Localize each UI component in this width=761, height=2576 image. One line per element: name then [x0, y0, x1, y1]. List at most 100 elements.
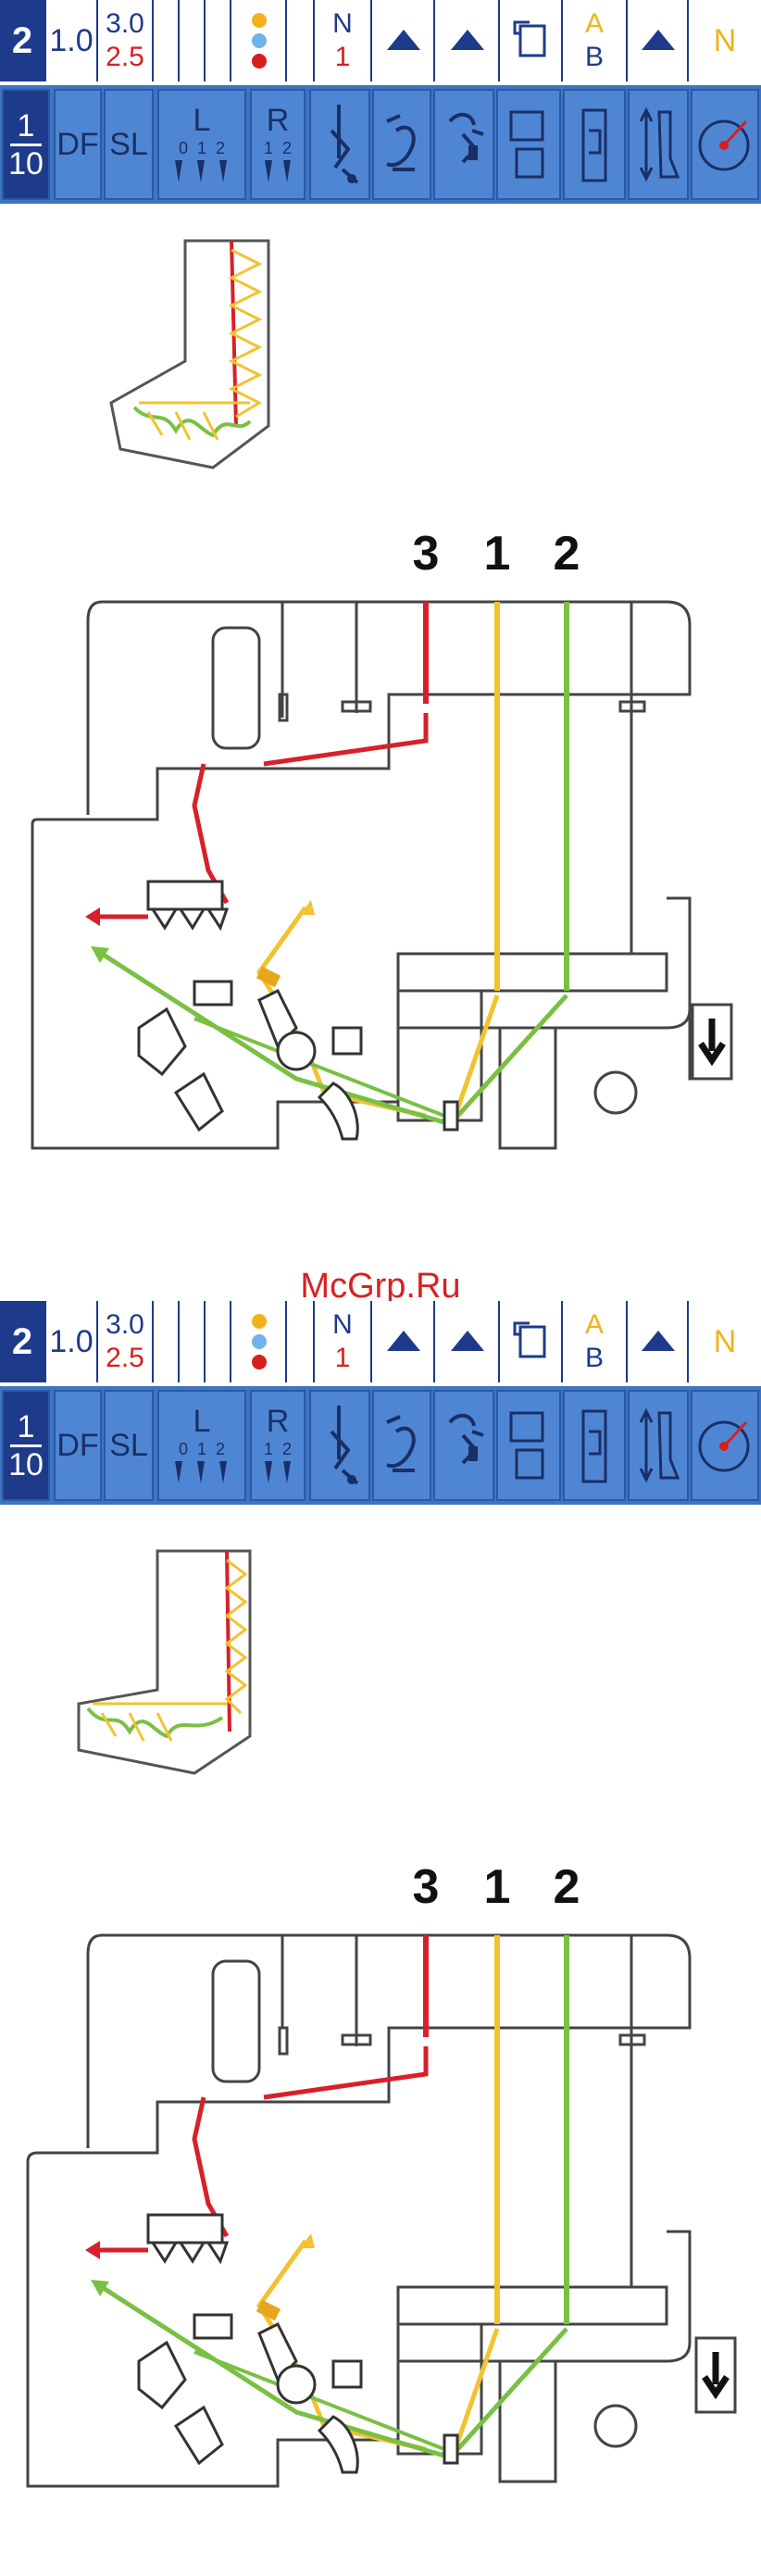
threading-cell-2: [372, 1390, 431, 1501]
tension-label: N: [332, 1308, 353, 1342]
fraction-cell: 1 10: [2, 1390, 50, 1501]
triangle-cell-3: [628, 1301, 689, 1382]
document-pair-icon: [498, 1394, 559, 1496]
thread-3-red: [85, 602, 426, 926]
stitch-width-top: 3.0: [106, 7, 144, 41]
thread-dots-cell: [231, 0, 287, 81]
threading-cell-2: [372, 89, 431, 200]
step-number-cell: 2: [0, 0, 46, 81]
left-pos-0: 0: [179, 1440, 188, 1459]
document-cell: [500, 0, 563, 81]
sl-label: SL: [109, 127, 148, 163]
left-needle-label: L: [193, 103, 211, 139]
document-pair-icon: [498, 94, 559, 195]
df-label: DF: [56, 1428, 98, 1464]
settings-row: 1 10 DF SL L 0 1 2 R 1 2: [0, 1386, 761, 1505]
up-down-arrow-icon: [630, 94, 687, 195]
thread-label-2: 2: [554, 1860, 580, 1914]
step-number-cell: 2: [0, 1301, 46, 1382]
df-label: DF: [56, 127, 98, 163]
stitch-plate-icon: [565, 1394, 624, 1496]
looper-icon: [374, 94, 430, 195]
thread-color-dots-icon: [231, 0, 287, 81]
thread-label-3: 3: [413, 527, 440, 581]
triangle-cell-1: [372, 0, 435, 81]
document-pair-cell: [496, 1390, 561, 1501]
up-triangle-icon: [435, 0, 500, 81]
plate-top: A: [585, 1308, 604, 1342]
down-arrow-box: [692, 1005, 731, 1079]
tension-dial-icon: [692, 1394, 757, 1496]
arrow-cell: [628, 89, 689, 200]
blank-cell-2: [180, 1301, 206, 1382]
foot-cell: N: [689, 1301, 761, 1382]
left-pos-0: 0: [179, 139, 188, 158]
foot-cell: N: [689, 0, 761, 81]
stitch-width-top: 3.0: [106, 1308, 144, 1342]
thread-label-3: 3: [413, 1860, 440, 1914]
machine-outline: [32, 602, 727, 1148]
machine-outline: [28, 1935, 690, 2486]
blank-cell-4: [287, 1301, 315, 1382]
left-needle-label: L: [193, 1404, 211, 1440]
stitch-sample: [79, 1551, 250, 1773]
thread-color-dots-icon: [231, 1301, 287, 1382]
threading-diagram: 3 1 2: [0, 1523, 761, 2570]
header-row: 2 1.0 3.0 2.5 N 1: [0, 1301, 761, 1382]
header-row: 2 1.0 3.0 2.5 N 1: [0, 0, 761, 81]
plate-cell-2: [563, 89, 626, 200]
fraction-bottom: 10: [8, 148, 44, 180]
triangle-cell-2: [435, 1301, 500, 1382]
left-pos-1: 1: [197, 139, 206, 158]
down-arrow-box: [696, 2338, 735, 2412]
triangle-cell-1: [372, 1301, 435, 1382]
stitch-width-cell: 3.0 2.5: [98, 1301, 154, 1382]
step-number: 2: [12, 1321, 32, 1363]
up-down-arrow-icon: [630, 1394, 687, 1496]
plate-top: A: [585, 7, 604, 41]
stitch-width-cell: 3.0 2.5: [98, 0, 154, 81]
df-cell: DF: [54, 1390, 102, 1501]
blank-cell-1: [154, 0, 180, 81]
thread-label-2: 2: [554, 527, 580, 581]
tension-value: 1: [335, 41, 351, 74]
threading-cell-1: [309, 89, 370, 200]
lower-looper-icon: [435, 1394, 493, 1496]
left-pos-2: 2: [216, 1440, 225, 1459]
tension-dial-icon: [692, 94, 757, 195]
up-triangle-icon: [372, 1301, 435, 1382]
blank-cell-1: [154, 1301, 180, 1382]
blank-cell-2: [180, 0, 206, 81]
blank-cell-3: [206, 0, 231, 81]
sl-label: SL: [109, 1428, 148, 1464]
needle-threading-icon: [311, 1394, 368, 1496]
up-triangle-icon: [628, 0, 689, 81]
stitch-length: 1.0: [49, 1324, 93, 1360]
right-needle-cell: R 1 2: [250, 1390, 306, 1501]
right-pos-1: 1: [264, 1440, 273, 1459]
blank-cell-4: [287, 0, 315, 81]
stitch-plate-icon: [565, 94, 624, 195]
left-pos-2: 2: [216, 139, 225, 158]
tension-cell: N 1: [315, 1301, 372, 1382]
document-icon: [500, 0, 563, 81]
stitch-width-bottom: 2.5: [106, 41, 144, 74]
right-pos-1: 1: [264, 139, 273, 158]
instruction-panel-1: 2 1.0 3.0 2.5 N 1: [0, 0, 761, 1250]
thread-label-1: 1: [484, 527, 511, 581]
document-pair-cell: [496, 89, 561, 200]
tension-label: N: [332, 7, 353, 41]
instruction-panel-2: 2 1.0 3.0 2.5 N 1: [0, 1301, 761, 2576]
right-needle-cell: R 1 2: [250, 89, 306, 200]
sl-cell: SL: [104, 89, 154, 200]
document-icon: [500, 1301, 563, 1382]
right-needle-label: R: [267, 103, 290, 139]
threading-diagram: 3 1 2: [0, 213, 761, 1250]
plate-bottom: B: [585, 41, 604, 74]
lower-looper-icon: [435, 94, 493, 195]
needle-threading-icon: [311, 94, 368, 195]
stitch-width-bottom: 2.5: [106, 1342, 144, 1375]
stitch-length-cell: 1.0: [46, 0, 98, 81]
threading-cell-3: [433, 89, 494, 200]
plate-cell-2: [563, 1390, 626, 1501]
